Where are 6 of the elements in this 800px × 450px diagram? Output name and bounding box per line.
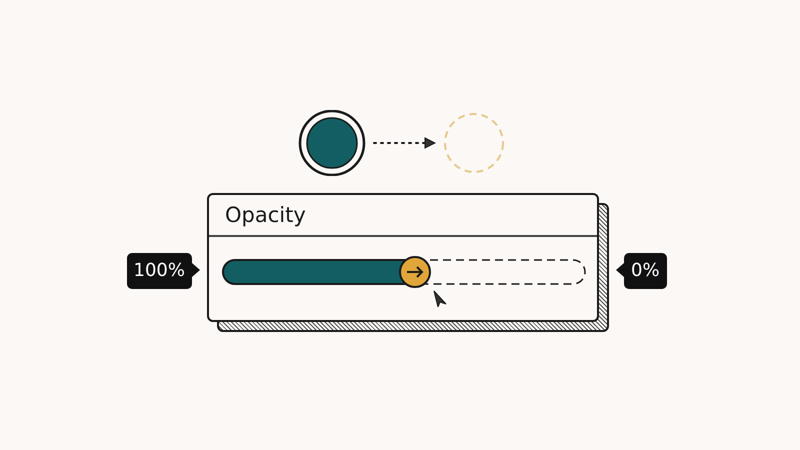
arrow [373,138,436,148]
slider-panel [207,193,599,322]
panel-title: Opacity [225,203,306,227]
value-tag: 0% [624,253,667,289]
dashed-circle [443,112,505,174]
value-tag: 100% [126,253,192,289]
